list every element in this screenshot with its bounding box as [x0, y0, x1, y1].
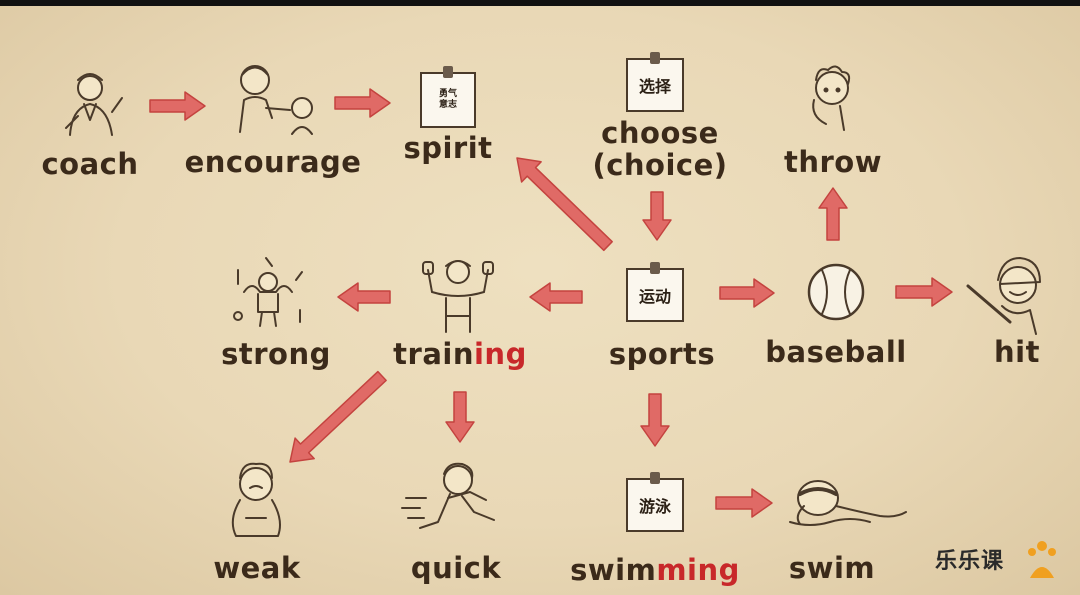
encouraging-figures-icon — [239, 65, 313, 135]
weak-child-icon — [231, 462, 281, 537]
label-choose: choose (choice) — [592, 116, 728, 182]
label-swim: swim — [788, 551, 876, 585]
swimmer-icon — [789, 480, 907, 526]
label-hit: hit — [994, 335, 1040, 369]
note-choose-text: 选择 — [638, 77, 671, 96]
strong-figure-icon — [233, 257, 303, 327]
boy-throwing-icon — [812, 65, 851, 131]
weightlifter-icon — [422, 260, 494, 333]
pin-icon — [443, 66, 453, 78]
arrow-choose-to-sports — [642, 191, 672, 241]
arrow-sports-to-swimming — [640, 393, 670, 447]
baseball-icon — [807, 263, 865, 321]
arrow-training-to-quick — [445, 391, 475, 443]
arrow-training-to-strong — [337, 282, 391, 312]
label-training: training — [393, 340, 527, 369]
arrow-coach-to-encourage — [149, 91, 206, 121]
arrow-sports-to-baseball — [719, 278, 775, 308]
label-strong: strong — [221, 337, 331, 371]
note-choose: 选择 — [626, 52, 684, 112]
pin-icon — [650, 472, 660, 484]
note-sports-text: 运动 — [638, 287, 671, 306]
arrow-baseball-to-throw — [818, 187, 848, 241]
label-coach: coach — [41, 147, 139, 181]
note-swimming-text: 游泳 — [638, 497, 671, 516]
note-spirit-line2: 意志 — [438, 100, 457, 110]
label-swimming-suffix: ming — [656, 553, 740, 587]
arrow-baseball-to-hit — [895, 277, 953, 307]
arrow-swimming-to-swim — [715, 488, 773, 518]
note-sports: 运动 — [626, 262, 684, 322]
arrow-training-to-weak — [289, 370, 387, 463]
arrow-sports-to-spirit — [516, 157, 613, 252]
brand-flower-icon — [1028, 541, 1056, 578]
arrow-sports-to-training — [529, 282, 583, 312]
label-choose-line1: choose — [601, 116, 719, 150]
coach-figure-icon — [65, 73, 123, 136]
running-child-icon — [401, 462, 495, 529]
label-sports: sports — [608, 337, 716, 371]
label-quick: quick — [410, 551, 502, 585]
label-throw: throw — [783, 145, 883, 179]
label-spirit: spirit — [403, 131, 493, 165]
pin-icon — [650, 52, 660, 64]
note-swimming: 游泳 — [626, 472, 684, 532]
label-training-suffix: ing — [473, 337, 527, 371]
top-bar — [0, 0, 1080, 6]
label-swimming: swimming — [570, 556, 740, 585]
label-swimming-base: swim — [570, 553, 657, 587]
brand-logo-text: 乐乐课 — [935, 549, 1005, 574]
label-weak: weak — [213, 551, 301, 585]
pin-icon — [650, 262, 660, 274]
arrow-encourage-to-spirit — [334, 88, 391, 118]
label-baseball: baseball — [765, 335, 907, 369]
label-choose-line2: (choice) — [592, 147, 728, 182]
label-encourage: encourage — [184, 145, 362, 179]
note-spirit-line1: 勇气 — [438, 89, 457, 100]
note-spirit: 勇气意志 — [420, 66, 476, 128]
label-training-base: train — [393, 337, 474, 371]
batter-icon — [966, 257, 1041, 335]
